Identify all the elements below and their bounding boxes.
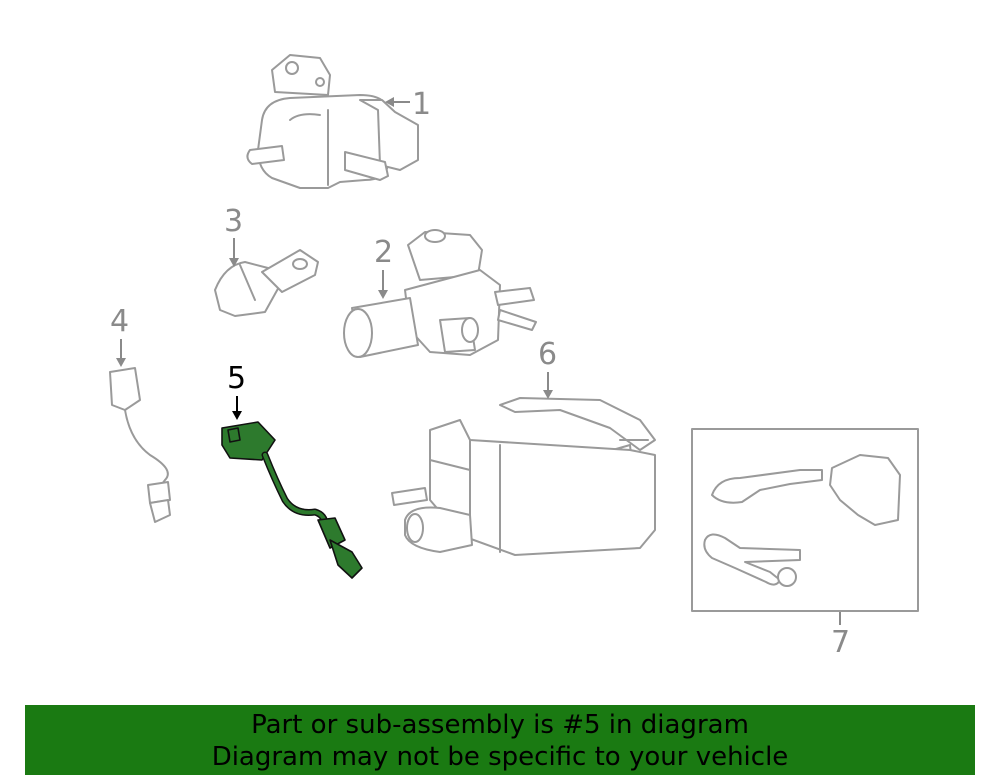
callout-1: 1 — [385, 87, 431, 122]
callout-3: 3 — [224, 204, 243, 267]
part-4-oxygen-sensor[interactable] — [109, 367, 171, 523]
callout-6: 6 — [538, 337, 557, 399]
callout-number-1: 1 — [412, 87, 431, 122]
part-5-oxygen-sensor-highlighted[interactable] — [221, 421, 363, 579]
banner-line-1: Part or sub-assembly is #5 in diagram — [251, 710, 749, 740]
part-6-charcoal-canister[interactable] — [391, 397, 656, 556]
callout-4: 4 — [110, 304, 129, 367]
callout-number-3: 3 — [224, 204, 243, 239]
callout-7: 7 — [831, 612, 850, 660]
callout-number-2: 2 — [374, 235, 393, 270]
callout-number-4: 4 — [110, 304, 129, 339]
banner-line-2: Diagram may not be specific to your vehi… — [211, 742, 789, 772]
part-7-hose-kit[interactable] — [691, 428, 919, 612]
parts-diagram: 1 3 2 4 — [109, 54, 919, 660]
callout-2: 2 — [374, 235, 393, 299]
part-3-bracket[interactable] — [214, 249, 319, 317]
callout-number-6: 6 — [538, 337, 557, 372]
part-1-vsv[interactable] — [246, 54, 419, 189]
info-banner: Part or sub-assembly is #5 in diagram Di… — [25, 705, 975, 775]
callout-number-5: 5 — [227, 361, 246, 396]
part-2-purge-valve[interactable] — [343, 229, 537, 358]
callout-5: 5 — [227, 361, 246, 420]
callout-number-7: 7 — [831, 625, 850, 660]
